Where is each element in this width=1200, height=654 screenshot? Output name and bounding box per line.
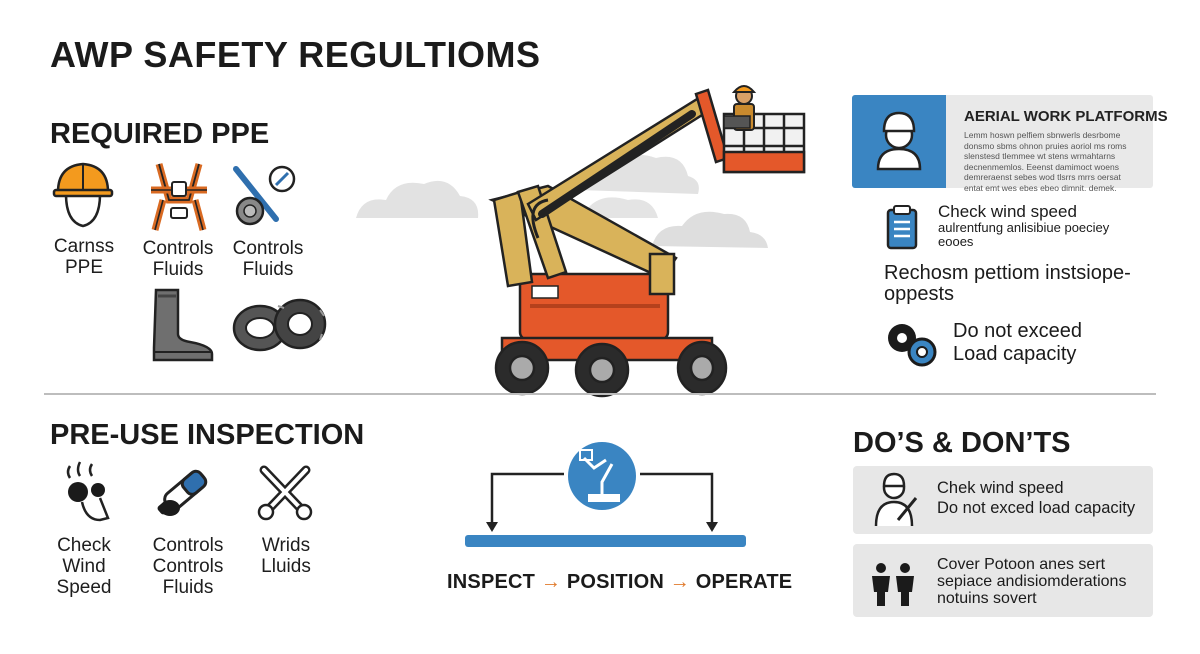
dos-card-2-text: Cover Potoon anes sert sepiace andisiomd… [937,556,1126,607]
cloud-far-right [652,211,768,248]
awp-card-title: AERIAL WORK PLATFORMS [964,108,1168,125]
right-item-load: Do not exceed Load capacity [953,320,1082,366]
dos-card-1-line1: Chek wind speed [937,479,1064,497]
tires-icon [232,296,328,354]
right-item-wind-sub: aulrentfung anlisibiue poeciey eooes [938,220,1110,249]
cloud-left [356,180,479,218]
worker-check-icon [872,472,924,528]
flow-diagram [484,438,728,543]
required-ppe-heading: REQUIRED PPE [50,118,270,150]
dos-card-2-line1: Cover Potoon anes sert [937,556,1106,573]
right-item-load-line2: Load capacity [953,343,1077,365]
ppe-label-2: Controls Fluids [142,238,214,280]
clipboard-icon [886,204,918,250]
two-workers-icon [868,562,920,606]
right-item-wind-title: Check wind speed [938,202,1077,221]
dos-card-1-line2: Do not exced load capacity [937,499,1136,517]
dos-donts-heading: DO’S & DON’TS [853,427,1071,459]
right-item-wind: Check wind speed aulrentfung anlisibiue … [938,203,1138,249]
pre-use-label-2: Controls Controls Fluids [152,535,224,598]
awp-info-badge [852,95,946,188]
harness-icon [145,160,213,234]
right-item-load-line1: Do not exceed [953,320,1082,342]
boom-lift-illustration [352,82,822,407]
page-title: AWP SAFETY REGULTIOMS [50,34,541,75]
awp-card-body: Lemm hoswn pelfiem sbnwerls desrbome don… [964,130,1127,193]
dos-card-2-line2: sepiace andisiomderations [937,573,1127,590]
dos-card-2-line3: notuins sovert [937,590,1037,607]
right-item-inspection: Rechosm pettiom instsiope-oppests [884,262,1131,305]
section-divider [44,393,1156,395]
flow-step-operate: OPERATE [695,571,793,593]
crossed-tools-icon [256,462,316,522]
pre-use-label-3: Wrids Lluids [261,535,311,577]
gears-icon [884,318,940,368]
flow-step-position: POSITION [566,571,664,593]
flow-arrow-2: → [669,571,690,593]
flow-bar [465,535,746,547]
flow-arrow-1: → [540,571,562,593]
hard-hat-icon [52,160,114,232]
dos-card-1-text: Chek wind speed Do not exced load capaci… [937,478,1135,518]
pre-use-label-1: Check Wind Speed [56,535,112,598]
cloud-right-top [578,154,699,194]
ppe-label-3: Controls Fluids [232,238,304,280]
flow-steps: INSPECT → POSITION → OPERATE [447,571,792,594]
pre-use-heading: PRE-USE INSPECTION [50,419,365,451]
wrench-gauge-icon [232,165,298,229]
fluid-bottle-icon [152,460,222,520]
ppe-label-1: Carnss PPE [53,236,115,278]
worker-avatar-icon [876,111,922,171]
hand-wind-icon [56,458,116,524]
flow-step-inspect: INSPECT [447,571,536,593]
boot-icon [150,288,216,364]
